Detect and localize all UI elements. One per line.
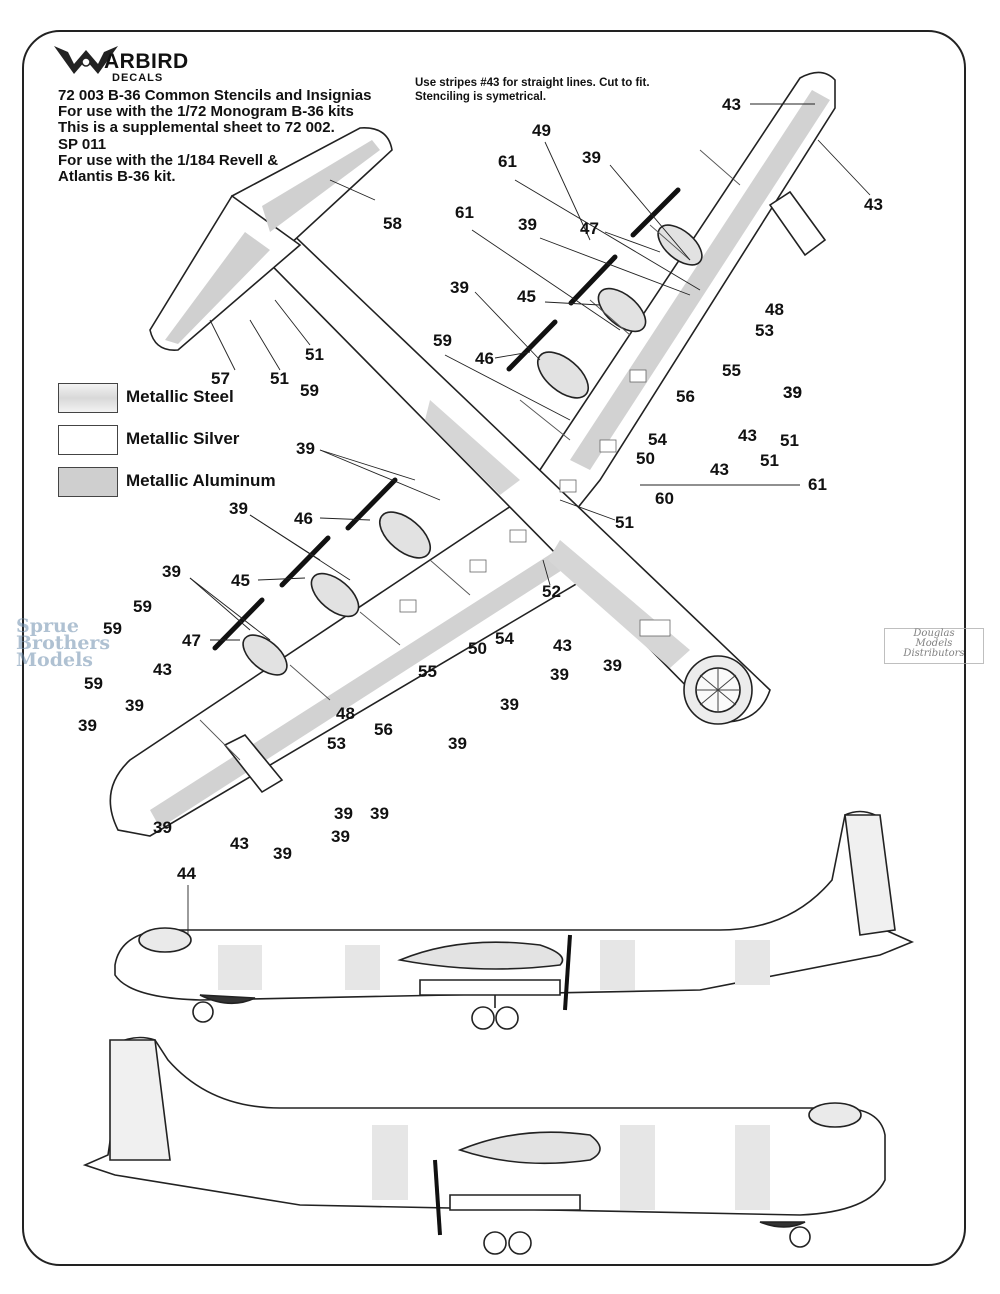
callout: 47 <box>580 219 599 238</box>
callout: 39 <box>783 383 802 402</box>
callout: 39 <box>500 695 519 714</box>
callout: 39 <box>162 562 181 581</box>
legend-label: Metallic Aluminum <box>126 471 276 490</box>
callout: 53 <box>327 734 346 753</box>
note-line-1: Use stripes #43 for straight lines. Cut … <box>415 77 650 89</box>
callout: 43 <box>230 834 249 853</box>
callout: 43 <box>722 95 741 114</box>
watermark-right: Douglas Models Distributors <box>884 628 984 664</box>
callout: 50 <box>468 639 487 658</box>
watermark-text: Models <box>16 649 93 671</box>
header-line-1: 72 003 B-36 Common Stencils and Insignia… <box>58 87 372 104</box>
header-line-3: This is a supplemental sheet to 72 002. <box>58 119 335 136</box>
callout: 61 <box>455 203 474 222</box>
callout: 45 <box>517 287 536 306</box>
callout: 59 <box>133 597 152 616</box>
callout: 54 <box>495 629 514 648</box>
callout: 59 <box>84 674 103 693</box>
callout: 51 <box>270 369 289 388</box>
callout: 43 <box>710 460 729 479</box>
callout: 58 <box>383 214 402 233</box>
callout: 60 <box>655 489 674 508</box>
callout: 39 <box>783 383 802 402</box>
callout: 55 <box>722 361 741 380</box>
callout: 39 <box>518 215 537 234</box>
legend-label: Metallic Silver <box>126 429 240 448</box>
callout: 48 <box>336 704 355 723</box>
legend-swatch <box>58 383 118 413</box>
brand-sub: DECALS <box>112 72 164 84</box>
callout: 39 <box>550 665 569 684</box>
watermark-text: Sprue <box>16 615 79 637</box>
callout: 48 <box>765 300 784 319</box>
header-line-2: For use with the 1/72 Monogram B-36 kits <box>58 103 354 120</box>
b36-top-view <box>109 71 836 837</box>
callout: 39 <box>450 278 469 297</box>
callout: 52 <box>542 582 561 601</box>
callout: 53 <box>755 321 774 340</box>
leader-lines <box>189 103 871 641</box>
callout: 43 <box>738 426 757 445</box>
callout: 59 <box>300 381 319 400</box>
header-line-5: For use with the 1/184 Revell & <box>58 152 279 169</box>
legend-swatch <box>58 425 118 455</box>
callout: 39 <box>448 734 467 753</box>
callout: 39 <box>370 804 389 823</box>
callout: 51 <box>780 431 799 450</box>
callout: 56 <box>676 387 695 406</box>
callout: 39 <box>273 844 292 863</box>
header-line-6: Atlantis B-36 kit. <box>58 168 176 185</box>
callout: 39 <box>229 499 248 518</box>
callout: 46 <box>475 349 494 368</box>
callout: 59 <box>433 331 452 350</box>
callout: 54 <box>648 430 667 449</box>
b36-side-view-right <box>82 1036 886 1255</box>
watermark-text: Models <box>915 638 953 649</box>
watermark-text: Brothers <box>16 632 111 654</box>
legend-label: Metallic Steel <box>126 387 234 406</box>
brand-name: ARBIRD <box>104 50 189 73</box>
callout: 51 <box>615 513 634 532</box>
callout: 39 <box>125 696 144 715</box>
callout: 39 <box>153 818 172 837</box>
sheet-border <box>22 30 966 1266</box>
callout: 57 <box>211 369 230 388</box>
watermark-text: Douglas <box>913 628 955 639</box>
callout: 55 <box>418 662 437 681</box>
callout: 45 <box>231 571 250 590</box>
watermark-text: Distributors <box>903 648 965 659</box>
callout: 51 <box>305 345 324 364</box>
callout: 39 <box>78 716 97 735</box>
b36-side-view-left <box>114 810 915 1030</box>
callout: 51 <box>760 451 779 470</box>
callout: 39 <box>603 656 622 675</box>
warbird-logo <box>54 46 118 74</box>
callout: 46 <box>294 509 313 528</box>
callout: 43 <box>553 636 572 655</box>
callout: 39 <box>582 148 601 167</box>
header-line-4: SP 011 <box>58 136 107 153</box>
callout: 49 <box>532 121 551 140</box>
callout: 61 <box>498 152 517 171</box>
callout: 43 <box>864 195 883 214</box>
watermark-left: Sprue Brothers Models <box>16 615 120 676</box>
callout: 39 <box>296 439 315 458</box>
callout: 43 <box>153 660 172 679</box>
note-line-2: Stenciling is symetrical. <box>415 91 547 103</box>
callout: 50 <box>636 449 655 468</box>
callout: 47 <box>182 631 201 650</box>
callout: 44 <box>177 864 196 883</box>
callout: 39 <box>331 827 350 846</box>
callout: 56 <box>374 720 393 739</box>
callout: 59 <box>103 619 122 638</box>
legend-swatch <box>58 467 118 497</box>
callout: 61 <box>808 475 827 494</box>
callout: 39 <box>334 804 353 823</box>
